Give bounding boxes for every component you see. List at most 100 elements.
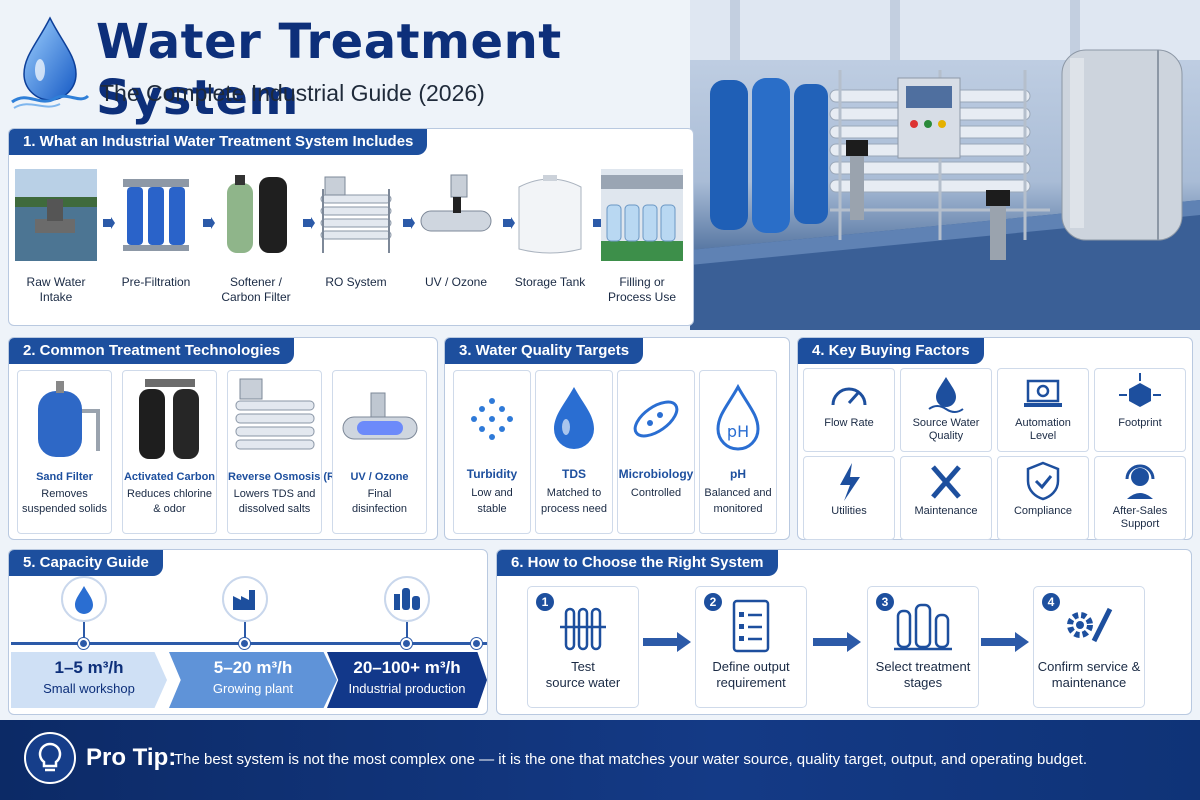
capacity-marker: [239, 638, 250, 649]
capacity-value: 20–100+ m³/h: [353, 658, 461, 677]
quality-desc: monitored: [713, 503, 763, 515]
arrow-right-icon: [103, 217, 115, 229]
capacity-tier-medium: 5–20 m³/h Growing plant: [169, 652, 337, 708]
water-drop-icon: [75, 586, 93, 614]
gear-wrench-icon: [1067, 607, 1113, 643]
treatment-stages-icon: [894, 603, 952, 651]
factor-label: Automation: [1015, 417, 1071, 429]
quality-name: Turbidity: [466, 467, 518, 481]
capacity-marker: [78, 638, 89, 649]
reverse-osmosis-icon: [235, 378, 315, 450]
quality-desc: Balanced and: [704, 487, 772, 499]
page-subtitle: The Complete Industrial Guide (2026): [100, 80, 485, 106]
choose-step-4: 4 Confirm service &maintenance: [1033, 586, 1145, 708]
factor-utilities: Utilities: [803, 456, 895, 540]
footprint-cube-icon: [1119, 373, 1161, 407]
storage-tank-icon: [518, 175, 582, 254]
tech-desc: disinfection: [351, 503, 408, 515]
step-number: 3: [876, 593, 894, 611]
flow-step-label: Intake: [39, 290, 73, 304]
uv-lamp-icon: [342, 392, 418, 440]
factor-label: Flow Rate: [824, 417, 874, 429]
water-drop-icon: [554, 387, 594, 449]
section-choose-system: 6. How to Choose the Right System 1 Test…: [496, 549, 1192, 715]
uv-sterilizer-icon: [420, 174, 492, 232]
section-heading: 1. What an Industrial Water Treatment Sy…: [9, 129, 428, 155]
factor-label: Utilities: [831, 505, 867, 517]
section-heading: 4. Key Buying Factors: [798, 338, 984, 364]
factor-label: Compliance: [1013, 505, 1073, 517]
step-label: Select treatment: [875, 659, 971, 674]
tech-desc: dissolved salts: [238, 503, 311, 515]
header: Water Treatment System The Complete Indu…: [0, 0, 700, 126]
flow-step-label: Pre-Filtration: [121, 275, 191, 289]
tech-name: Activated Carbon: [123, 471, 216, 483]
arrow-right-icon: [403, 217, 415, 229]
tech-name: Sand Filter: [36, 471, 93, 483]
factor-label: Support: [1120, 518, 1160, 530]
factory-icon: [233, 590, 255, 610]
section-buying-factors: 4. Key Buying Factors Flow Rate Source W…: [797, 337, 1193, 540]
water-waves-icon: [928, 377, 964, 413]
capacity-stem: [83, 622, 85, 640]
quality-desc: stable: [477, 503, 507, 515]
tech-name: UV / Ozone: [350, 471, 409, 483]
quality-card-ph: pH pH Balanced and monitored: [699, 370, 777, 534]
flow-step-label: Process Use: [607, 290, 677, 304]
capacity-tier-small: 1–5 m³/h Small workshop: [11, 652, 167, 708]
quality-card-microbiology: Microbiology Controlled: [617, 370, 695, 534]
tech-desc: Reduces chlorine: [127, 488, 212, 500]
quality-name: TDS: [562, 467, 586, 481]
section-system-components: 1. What an Industrial Water Treatment Sy…: [8, 128, 694, 326]
capacity-desc: Growing plant: [212, 681, 294, 696]
flow-step-label: Carbon Filter: [221, 290, 291, 304]
tech-name: Reverse Osmosis (RO): [228, 471, 348, 483]
arrow-right-icon: [643, 632, 691, 652]
step-number: 1: [536, 593, 554, 611]
flow-step-label: RO System: [325, 275, 387, 289]
quality-name: Microbiology: [618, 467, 694, 481]
tech-desc: suspended solids: [21, 503, 107, 515]
quality-desc: Controlled: [630, 487, 682, 499]
quality-desc: Low and: [471, 487, 513, 499]
tech-desc: Final: [367, 488, 392, 500]
carbon-filter-icon: [139, 379, 199, 459]
ph-icon-label: pH: [727, 422, 749, 441]
section-heading: 6. How to Choose the Right System: [497, 550, 778, 576]
tech-card-activated-carbon: Activated Carbon Reduces chlorine& odor: [122, 370, 217, 534]
bottle-filling-icon: [601, 169, 683, 261]
laptop-gear-icon: [1024, 379, 1062, 407]
flow-step-label: Storage Tank: [514, 275, 586, 289]
factor-label: Maintenance: [914, 505, 978, 517]
arrow-right-icon: [203, 217, 215, 229]
capacity-desc: Small workshop: [43, 681, 135, 696]
capacity-icon-small: [61, 576, 107, 622]
step-label: stages: [903, 675, 943, 690]
flow-step-uv-ozone: UV / Ozone: [415, 169, 497, 290]
flow-step-ro-system: RO System: [315, 169, 397, 290]
quality-name: pH: [730, 467, 746, 481]
turbidity-icon: [471, 398, 513, 440]
factor-flow-rate: Flow Rate: [803, 368, 895, 452]
pro-tip-banner: Pro Tip: The best system is not the most…: [0, 720, 1200, 800]
capacity-stem: [406, 622, 408, 640]
section-heading: 5. Capacity Guide: [9, 550, 163, 576]
sand-filter-icon: [38, 381, 100, 457]
flow-step-storage-tank: Storage Tank: [509, 169, 591, 290]
capacity-icon-large: [384, 576, 430, 622]
arrow-right-icon: [303, 217, 315, 229]
factor-compliance: Compliance: [997, 456, 1089, 540]
arrow-right-icon: [981, 632, 1029, 652]
shield-check-icon: [1026, 461, 1060, 501]
page-title: Water Treatment System: [96, 14, 562, 126]
capacity-marker: [401, 638, 412, 649]
capacity-marker-end: [471, 638, 482, 649]
